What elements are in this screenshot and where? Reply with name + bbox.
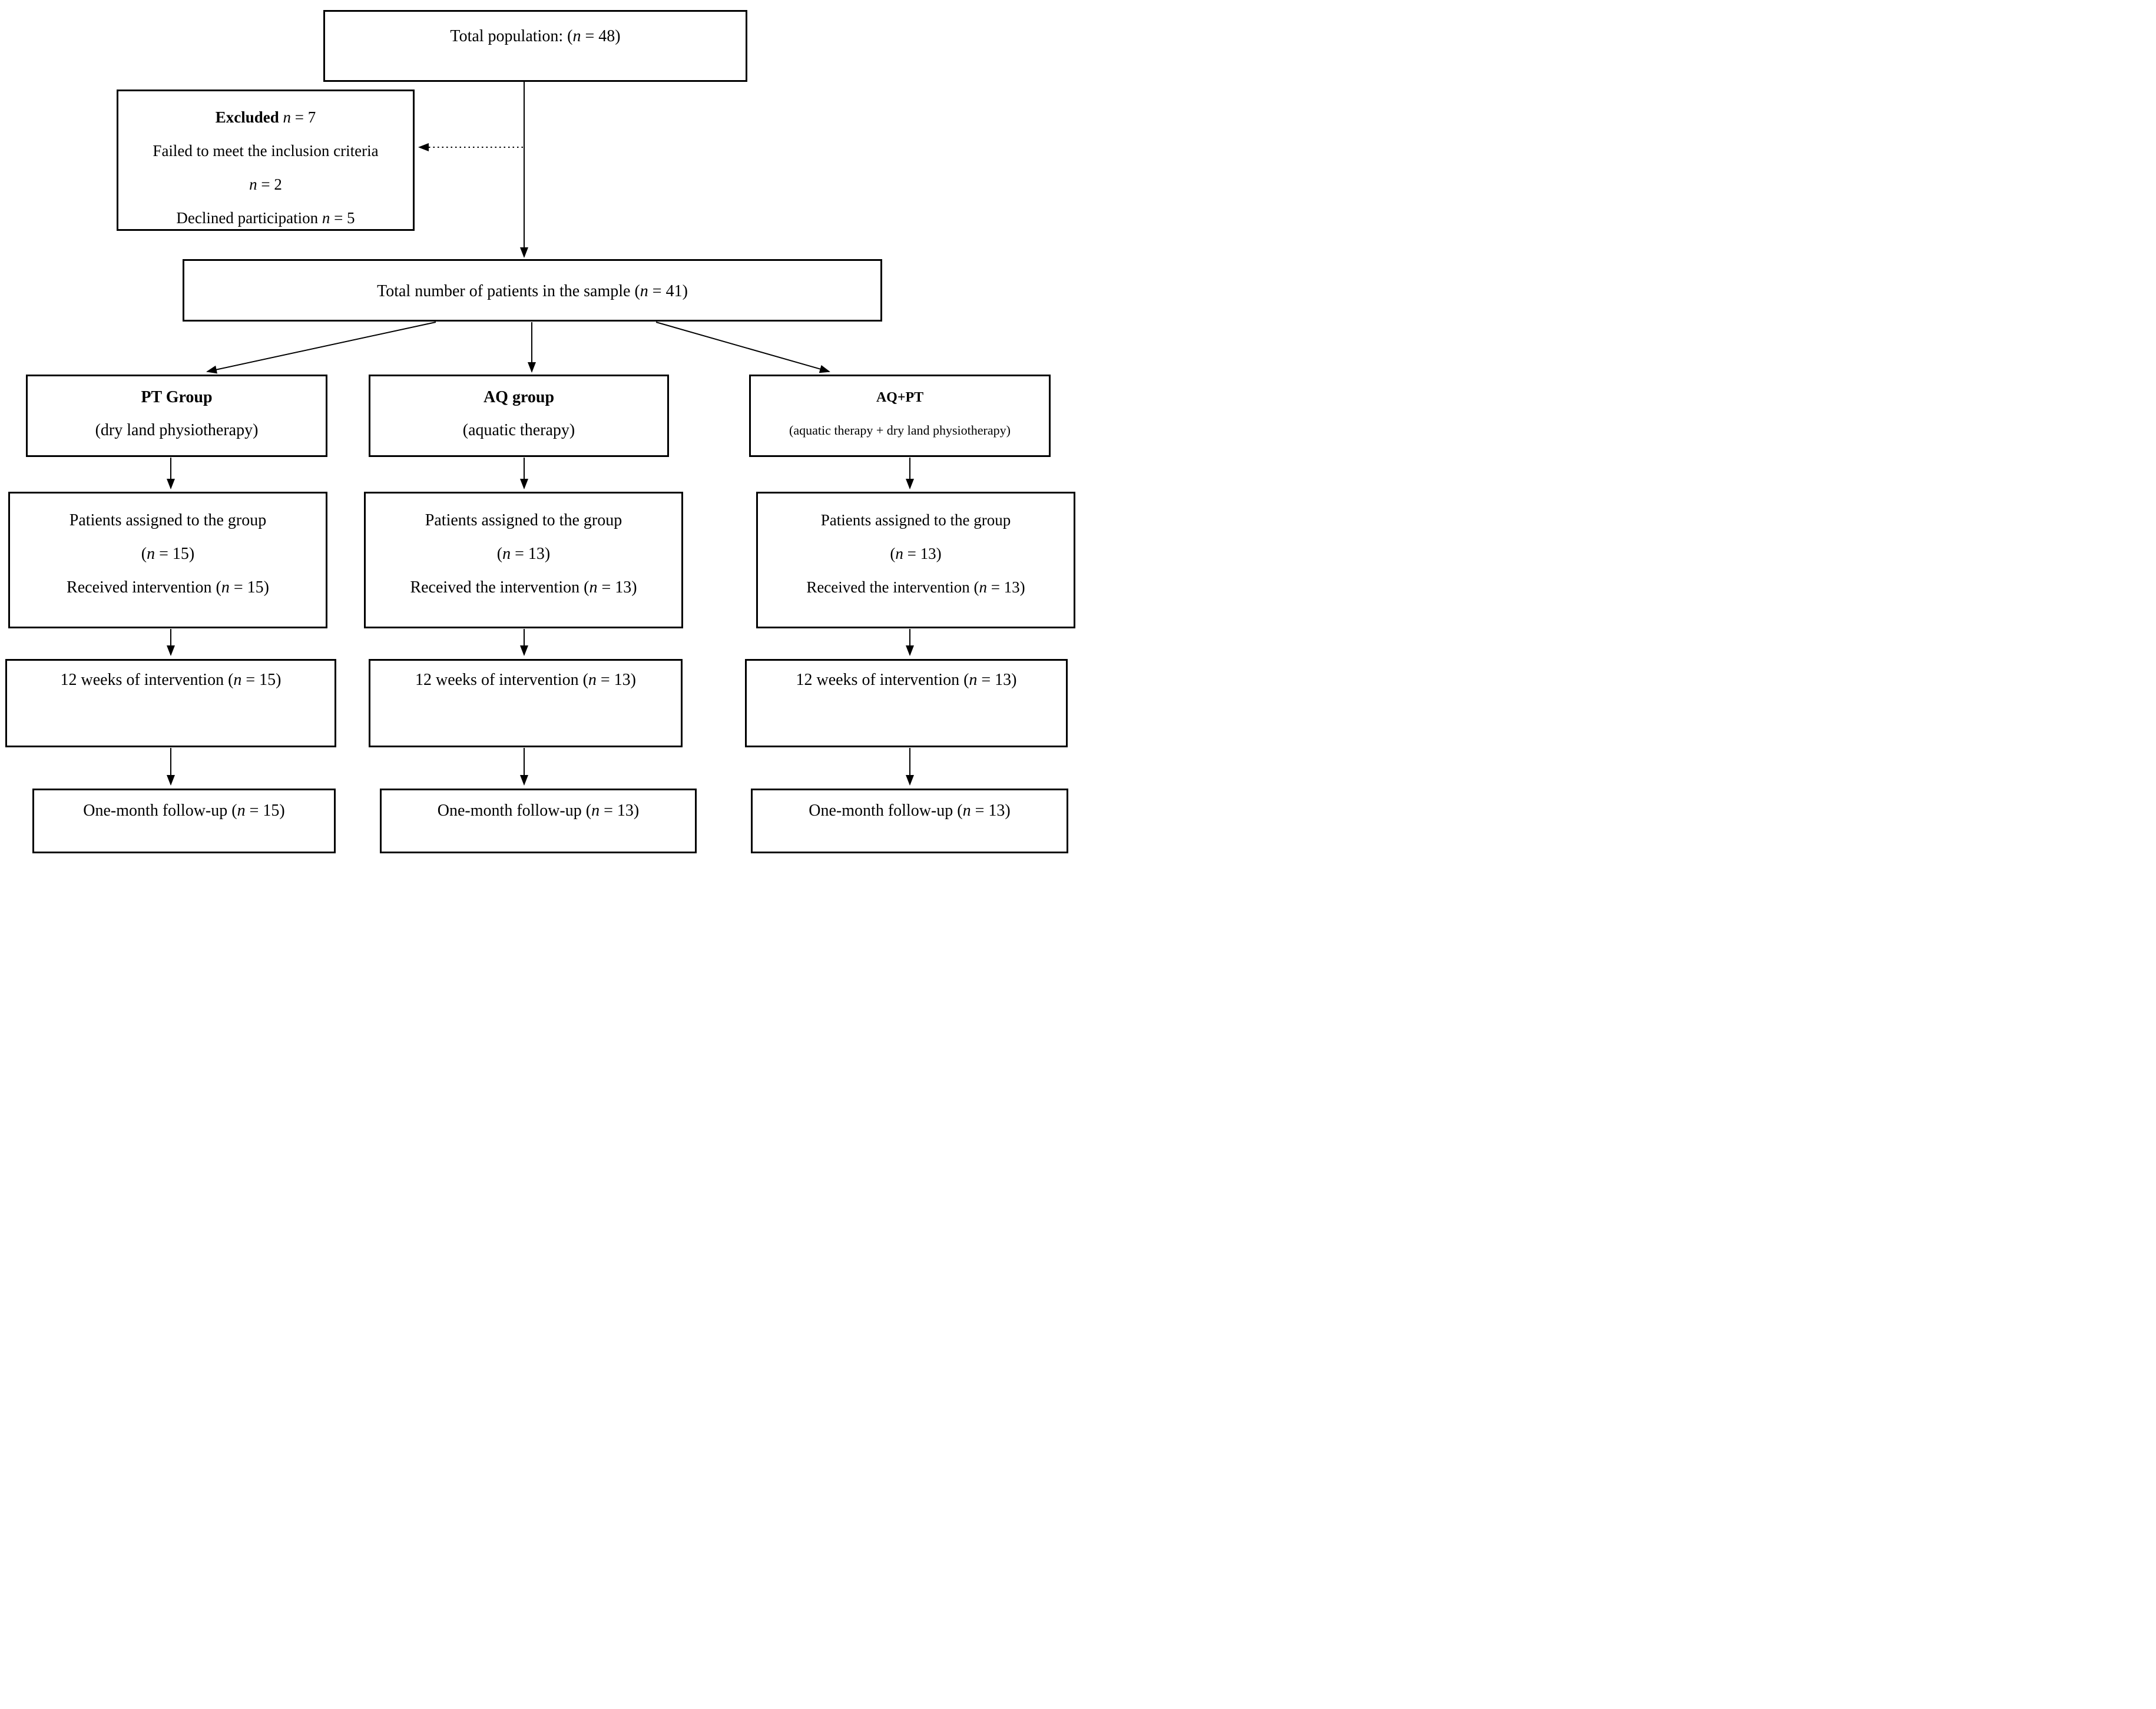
assigned-line: Patients assigned to the group xyxy=(758,504,1074,537)
text-post: = 15) xyxy=(229,578,269,597)
total-population-text: Total population: (n = 48) xyxy=(325,20,746,53)
text-post: = 13) xyxy=(600,801,640,820)
text: Failed to meet the inclusion criteria xyxy=(153,142,379,160)
group-subtitle: (dry land physiotherapy) xyxy=(95,421,259,439)
text-post: = 15) xyxy=(155,545,195,563)
arrow-sample-to-aqpt-group xyxy=(655,322,830,373)
text-post: = 2 xyxy=(257,175,282,193)
italic-n: n xyxy=(979,578,987,596)
consort-flow-diagram: Total population: (n = 48) Excluded n = … xyxy=(0,0,1078,854)
total-sample-text: Total number of patients in the sample (… xyxy=(184,275,880,308)
weeks-box-pt: 12 weeks of intervention (n = 15) xyxy=(5,659,336,747)
italic-n: n xyxy=(962,801,971,820)
text-post: = 13) xyxy=(597,578,637,597)
weeks-text: 12 weeks of intervention (n = 13) xyxy=(370,664,681,697)
received-line: Received the intervention (n = 13) xyxy=(366,571,681,604)
text-pre: ( xyxy=(141,545,147,563)
text-pre: Declined participation xyxy=(176,209,322,227)
assigned-line: Patients assigned to the group xyxy=(10,504,326,537)
italic-n: n xyxy=(969,671,978,689)
text-pre: Received intervention ( xyxy=(67,578,221,597)
italic-n: n xyxy=(895,545,903,562)
weeks-text: 12 weeks of intervention (n = 13) xyxy=(747,664,1066,697)
italic-n: n xyxy=(233,671,242,689)
italic-n: n xyxy=(589,578,598,597)
italic-n: n xyxy=(502,545,511,563)
text-pre: One-month follow-up ( xyxy=(437,801,592,820)
group-box-pt: PT Group (dry land physiotherapy) xyxy=(26,375,327,457)
weeks-box-aqpt: 12 weeks of intervention (n = 13) xyxy=(745,659,1068,747)
text-pre: One-month follow-up ( xyxy=(83,801,237,820)
text-pre: Total number of patients in the sample ( xyxy=(377,282,640,300)
italic-n: n xyxy=(237,801,246,820)
followup-text: One-month follow-up (n = 15) xyxy=(34,794,334,827)
received-line: Received the intervention (n = 13) xyxy=(758,571,1074,604)
italic-n: n xyxy=(640,282,648,300)
excluded-reason-1: Failed to meet the inclusion criteria xyxy=(118,134,413,168)
italic-n: n xyxy=(283,108,292,126)
text-pre: Received the intervention ( xyxy=(806,578,979,596)
italic-n: n xyxy=(249,175,257,193)
weeks-box-aq: 12 weeks of intervention (n = 13) xyxy=(369,659,683,747)
text-post: = 13) xyxy=(903,545,942,562)
assigned-line: Patients assigned to the group xyxy=(366,504,681,537)
assigned-count: (n = 13) xyxy=(366,537,681,571)
italic-n: n xyxy=(221,578,230,597)
excluded-reason-1-count: n = 2 xyxy=(118,168,413,201)
followup-text: One-month follow-up (n = 13) xyxy=(753,794,1067,827)
text-pre: Total population: ( xyxy=(450,27,573,45)
excluded-reason-2: Declined participation n = 5 xyxy=(118,201,413,235)
group-box-aqpt: AQ+PT (aquatic therapy + dry land physio… xyxy=(749,375,1051,457)
excluded-label: Excluded xyxy=(215,108,283,126)
excluded-box: Excluded n = 7 Failed to meet the inclus… xyxy=(117,90,415,231)
text-post: = 5 xyxy=(330,209,355,227)
text-post: = 15) xyxy=(245,801,285,820)
text-post: = 7 xyxy=(291,108,316,126)
text-post: = 13) xyxy=(596,671,637,689)
group-title: AQ+PT xyxy=(876,390,924,405)
text: Patients assigned to the group xyxy=(820,511,1011,529)
text-post: = 13) xyxy=(986,578,1025,596)
assigned-count: (n = 15) xyxy=(10,537,326,571)
text-pre: 12 weeks of intervention ( xyxy=(60,671,234,689)
total-sample-box: Total number of patients in the sample (… xyxy=(183,259,882,322)
text-pre: ( xyxy=(496,545,503,563)
italic-n: n xyxy=(572,27,581,45)
total-population-box: Total population: (n = 48) xyxy=(323,10,747,82)
followup-box-pt: One-month follow-up (n = 15) xyxy=(32,789,336,853)
excluded-title: Excluded n = 7 xyxy=(118,101,413,134)
text: Patients assigned to the group xyxy=(425,511,622,529)
text-post: = 13) xyxy=(971,801,1011,820)
assigned-box-aqpt: Patients assigned to the group (n = 13) … xyxy=(756,492,1075,628)
followup-box-aqpt: One-month follow-up (n = 13) xyxy=(751,789,1068,853)
italic-n: n xyxy=(591,801,600,820)
text-post: = 48) xyxy=(581,27,621,45)
group-box-aq: AQ group (aquatic therapy) xyxy=(369,375,669,457)
text-post: = 41) xyxy=(648,282,688,300)
text-pre: ( xyxy=(890,545,896,562)
text: Patients assigned to the group xyxy=(69,511,267,529)
text-post: = 13) xyxy=(511,545,551,563)
group-subtitle: (aquatic therapy + dry land physiotherap… xyxy=(789,423,1011,438)
group-subtitle: (aquatic therapy) xyxy=(462,421,575,439)
followup-box-aq: One-month follow-up (n = 13) xyxy=(380,789,697,853)
text-pre: Received the intervention ( xyxy=(410,578,589,597)
text-pre: 12 weeks of intervention ( xyxy=(796,671,969,689)
weeks-text: 12 weeks of intervention (n = 15) xyxy=(7,664,335,697)
italic-n: n xyxy=(322,209,330,227)
followup-text: One-month follow-up (n = 13) xyxy=(382,794,695,827)
italic-n: n xyxy=(147,545,155,563)
text-pre: One-month follow-up ( xyxy=(809,801,963,820)
group-title: PT Group xyxy=(141,388,213,406)
assigned-box-aq: Patients assigned to the group (n = 13) … xyxy=(364,492,683,628)
group-title: AQ group xyxy=(483,388,555,406)
received-line: Received intervention (n = 15) xyxy=(10,571,326,604)
text-post: = 13) xyxy=(977,671,1017,689)
text-post: = 15) xyxy=(241,671,281,689)
assigned-count: (n = 13) xyxy=(758,537,1074,571)
text-pre: 12 weeks of intervention ( xyxy=(415,671,588,689)
assigned-box-pt: Patients assigned to the group (n = 15) … xyxy=(8,492,327,628)
arrow-sample-to-pt-group xyxy=(206,322,436,374)
italic-n: n xyxy=(588,671,597,689)
